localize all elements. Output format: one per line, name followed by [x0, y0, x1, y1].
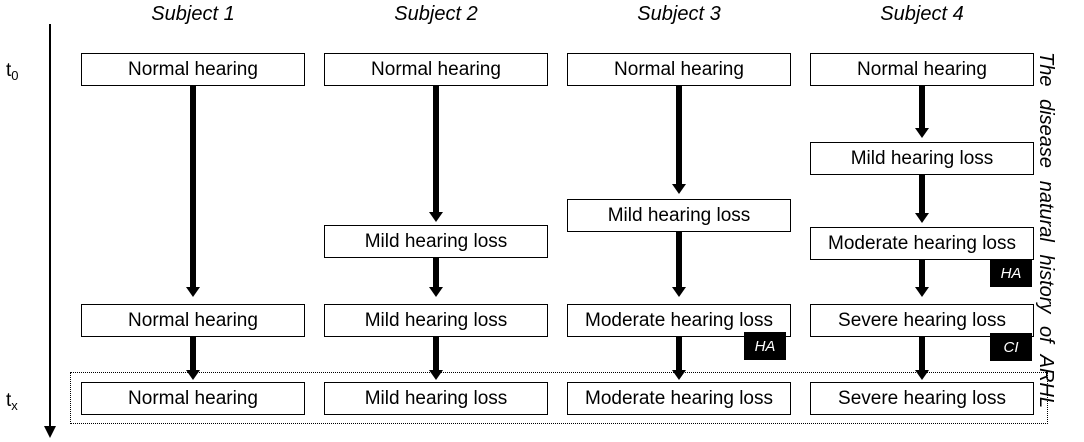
subject-4-title: Subject 4: [880, 3, 964, 25]
arrow-head: [429, 370, 443, 380]
subject-1-title: Subject 1: [151, 3, 235, 25]
subject-3-stage-box: Normal hearing: [567, 53, 791, 86]
arrow-shaft: [433, 86, 439, 212]
arrow-shaft: [676, 86, 682, 184]
subject-4-stage-box: Moderate hearing loss: [810, 227, 1034, 260]
subject-4-stage-box: Severe hearing loss: [810, 382, 1034, 415]
arrow-head: [186, 287, 200, 297]
arrow-head: [429, 287, 443, 297]
subject-2-stage-box: Normal hearing: [324, 53, 548, 86]
subject-1-stage-box: Normal hearing: [81, 53, 305, 86]
time-end-base: t: [6, 390, 12, 411]
subject-4-stage-box: Normal hearing: [810, 53, 1034, 86]
subject-1-stage-box: Normal hearing: [81, 304, 305, 337]
subject-3-stage-box: Moderate hearing loss: [567, 382, 791, 415]
hearing-aid-badge: HA: [744, 332, 786, 360]
arrow-shaft: [433, 258, 439, 287]
arrow-head: [429, 212, 443, 222]
subject-4-stage-box: Mild hearing loss: [810, 142, 1034, 175]
subject-3-stage-box: Mild hearing loss: [567, 199, 791, 232]
time-end-sub: x: [11, 398, 18, 413]
arrow-shaft: [190, 86, 196, 287]
arrow-head: [915, 128, 929, 138]
disease-history-title: The disease natural history of ARHL: [1035, 52, 1057, 408]
subject-1-stage-box: Normal hearing: [81, 382, 305, 415]
arrow-shaft: [190, 337, 196, 370]
arrow-shaft: [919, 175, 925, 213]
subject-3-title: Subject 3: [637, 3, 721, 25]
outcome-frame: [70, 372, 1048, 424]
arrow-head: [672, 370, 686, 380]
arrow-head: [672, 287, 686, 297]
arrow-shaft: [676, 337, 682, 370]
arrow-shaft: [433, 337, 439, 370]
time-axis-line: [49, 24, 51, 430]
arrow-shaft: [919, 86, 925, 128]
arrow-shaft: [676, 232, 682, 287]
subject-3-stage-box: Moderate hearing loss: [567, 304, 791, 337]
arrow-head: [915, 213, 929, 223]
arrow-head: [186, 370, 200, 380]
subject-2-title: Subject 2: [394, 3, 478, 25]
arrow-shaft: [919, 337, 925, 370]
time-start-base: t: [6, 60, 12, 81]
time-start-sub: 0: [11, 68, 19, 83]
cochlear-implant-badge: CI: [990, 333, 1032, 361]
arrow-head: [672, 184, 686, 194]
time-end-label: tx: [6, 390, 18, 412]
subject-2-stage-box: Mild hearing loss: [324, 304, 548, 337]
arrow-shaft: [919, 260, 925, 287]
subject-2-stage-box: Mild hearing loss: [324, 225, 548, 258]
arrow-head: [915, 370, 929, 380]
arrow-head: [915, 287, 929, 297]
subject-4-stage-box: Severe hearing loss: [810, 304, 1034, 337]
hearing-aid-badge: HA: [990, 259, 1032, 287]
subject-2-stage-box: Mild hearing loss: [324, 382, 548, 415]
time-axis-arrowhead: [44, 426, 56, 438]
time-start-label: t0: [6, 60, 19, 82]
